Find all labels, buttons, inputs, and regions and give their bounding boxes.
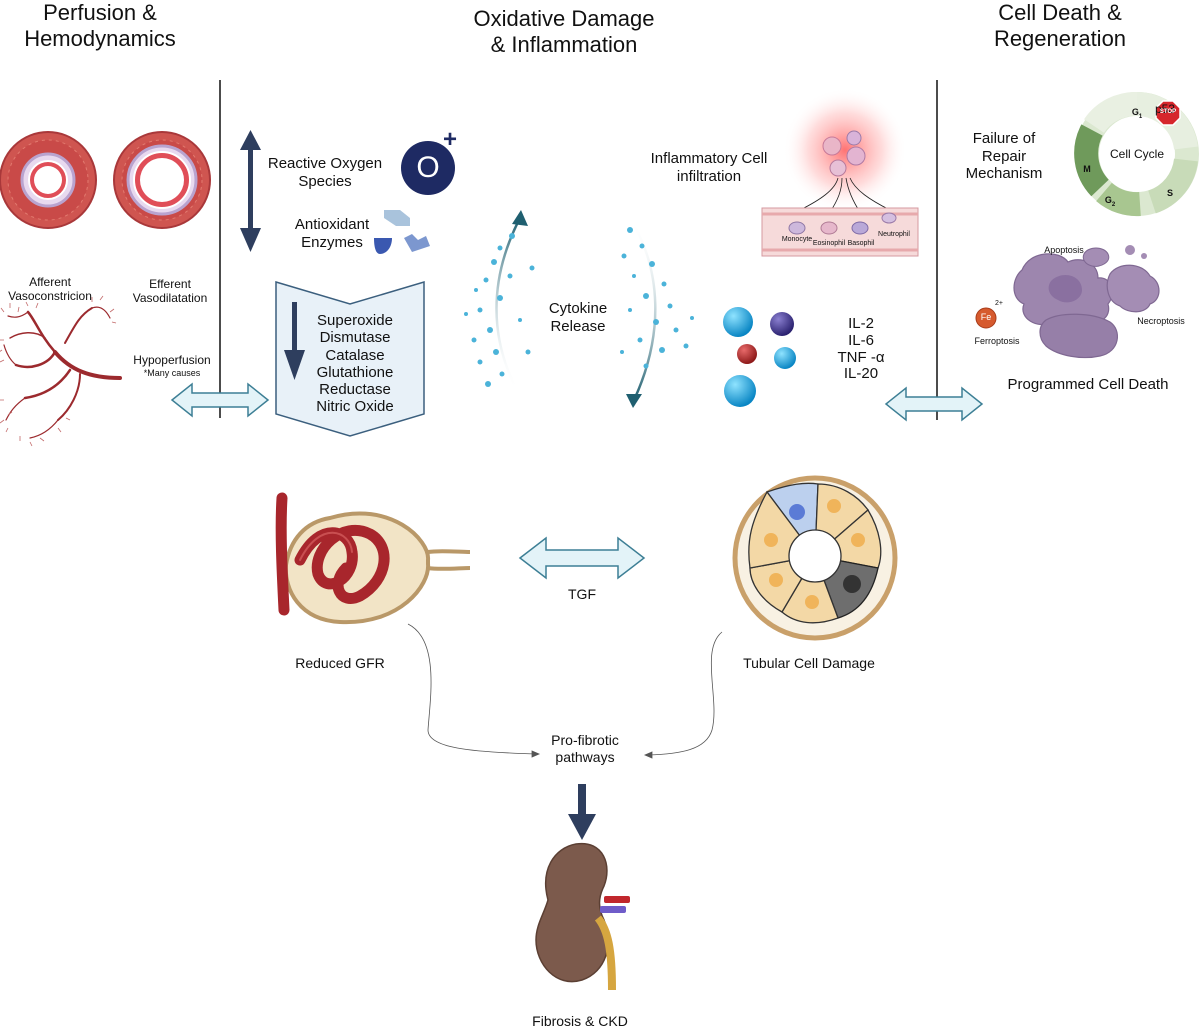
- vascular-tree-capillaries: [0, 295, 117, 447]
- enzyme-item: Reductase: [319, 381, 391, 398]
- profibrotic-connectors: [407, 623, 723, 759]
- ferroptosis-label: Ferroptosis: [974, 336, 1020, 346]
- fe-symbol: Fe: [980, 312, 992, 322]
- double-arrow-tgf: [518, 536, 646, 580]
- s-phase-label: S: [1166, 188, 1173, 198]
- cell-type-neutrophil: Neutrophil: [878, 231, 910, 238]
- inflammation-vessel-icon: [761, 88, 919, 257]
- interleukin-item: TNF -α: [837, 348, 885, 366]
- stop-sign-icon: [1155, 100, 1181, 126]
- down-arrow-icon: [568, 784, 596, 840]
- fe-charge: 2+: [995, 300, 1003, 307]
- oxygen-radical-icon: [401, 141, 455, 195]
- repair-failure-label: Failure of Repair Mechanism: [965, 130, 1043, 183]
- interleukin-item: IL-6: [848, 331, 874, 349]
- programmed-cell-death-label: Programmed Cell Death: [1007, 376, 1169, 393]
- section-title-perfusion: Perfusion & Hemodynamics: [24, 0, 176, 51]
- tubular-damage-label: Tubular Cell Damage: [743, 655, 875, 671]
- antioxidant-label: Antioxidant Enzymes: [294, 216, 370, 251]
- double-arrow-right: [884, 386, 984, 422]
- g2-phase-label: G2: [1104, 195, 1116, 208]
- afferent-vessel-icon: [0, 131, 97, 229]
- reduced-gfr-label: Reduced GFR: [295, 655, 385, 671]
- infiltration-label: Inflammatory Cell infiltration: [650, 150, 768, 185]
- interleukin-balls: [723, 307, 796, 407]
- cell-type-monocyte: Monocyte: [781, 236, 813, 243]
- cell-cycle-label: Cell Cycle: [1109, 147, 1164, 161]
- stop-label: STOP: [1159, 109, 1177, 115]
- enzyme-item: Glutathione: [316, 363, 394, 381]
- enzyme-list: Superoxide Dismutase Catalase Glutathion…: [300, 312, 410, 416]
- p53-label: p53: [1154, 102, 1176, 116]
- ros-label: Reactive Oxygen Species: [267, 155, 383, 190]
- interleukin-list: IL-2 IL-6 TNF -α IL-20: [828, 315, 894, 383]
- enzyme-panel: [275, 280, 425, 437]
- profibrotic-label: Pro-fibrotic pathways: [551, 732, 619, 765]
- kidney-icon: [535, 842, 630, 991]
- fibrosis-ckd-label: Fibrosis & CKD: [532, 1013, 628, 1029]
- cytokine-release-arrows: [495, 210, 657, 408]
- cytokine-release-label: Cytokine Release: [548, 300, 608, 335]
- tgf-label: TGF: [568, 586, 596, 602]
- efferent-vessel-icon: [113, 131, 211, 229]
- tubule-icon: [732, 475, 898, 641]
- interleukin-item: IL-20: [843, 365, 879, 383]
- vascular-tree-icon: [3, 306, 122, 439]
- interleukin-item: IL-2: [848, 315, 874, 332]
- many-causes-note: *Many causes: [143, 368, 201, 378]
- cell-type-eosinophil: Eosinophil: [812, 240, 846, 247]
- antioxidant-enzyme-icon: [374, 210, 430, 254]
- section-title-oxidative: Oxidative Damage & Inflammation: [473, 6, 655, 57]
- m-phase-label: M: [1083, 164, 1091, 174]
- section-title-cell-death: Cell Death & Regeneration: [993, 0, 1127, 51]
- enzyme-item: Dismutase: [319, 329, 391, 347]
- plus-symbol: +: [442, 126, 457, 153]
- oxygen-symbol: O: [416, 151, 440, 184]
- apoptosis-label: Apoptosis: [1044, 245, 1084, 255]
- programmed-cell-death-icon: [975, 245, 1160, 359]
- cell-cycle-ring: [1074, 92, 1199, 217]
- double-arrow-left: [170, 382, 270, 418]
- ros-updown-arrow-icon: [240, 130, 261, 252]
- glomerulus-icon: [275, 492, 471, 625]
- cell-type-basophil: Basophil: [847, 240, 875, 247]
- necroptosis-label: Necroptosis: [1137, 316, 1185, 326]
- enzyme-item: Superoxide: [317, 312, 393, 329]
- cytokine-dots: [464, 227, 694, 387]
- efferent-label: Efferent Vasodilatation: [132, 277, 208, 306]
- hypoperfusion-label: Hypoperfusion: [133, 353, 211, 367]
- enzyme-item: Nitric Oxide: [316, 398, 394, 416]
- g1-phase-label: G1: [1131, 107, 1143, 120]
- enzyme-item: Catalase: [325, 346, 385, 364]
- afferent-label: Afferent Vasoconstricion: [8, 275, 92, 304]
